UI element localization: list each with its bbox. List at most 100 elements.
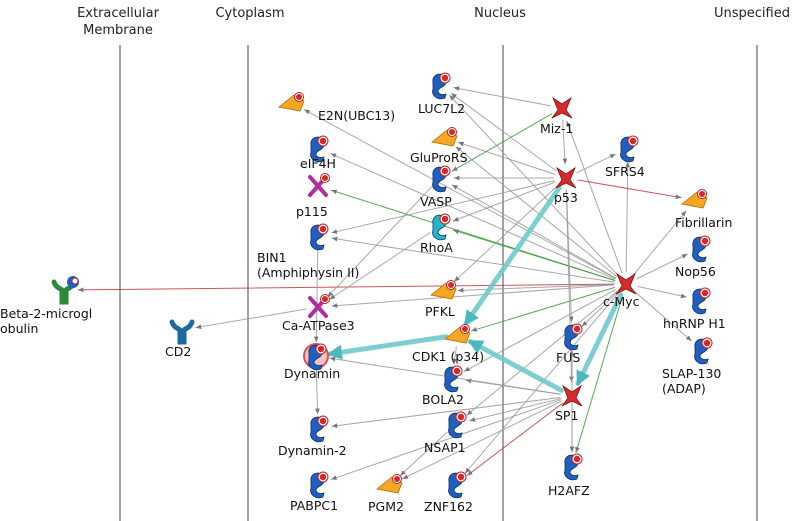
node-p115-icon[interactable] <box>308 173 330 197</box>
edge-cmyc-e2n <box>303 109 616 279</box>
node-nsap1-icon[interactable] <box>448 411 467 439</box>
edge-cmyc-rhoa <box>452 229 616 281</box>
node-p53-icon[interactable] <box>555 166 577 189</box>
node-bin1-label: BIN1 <box>257 250 287 265</box>
edge-bin1-dynamin <box>313 247 319 343</box>
node-miz1-icon[interactable] <box>551 96 573 119</box>
node-b2m-label: obulin <box>0 321 38 336</box>
node-cd2-icon[interactable] <box>169 319 195 345</box>
compartment-label-cytoplasm: Cytoplasm <box>215 6 284 21</box>
edge-cmyc-bin1 <box>331 236 615 283</box>
node-cd2-label: CD2 <box>165 344 191 359</box>
node-dyn2-label: Dynamin-2 <box>278 443 347 458</box>
node-miz1-label: Miz-1 <box>540 121 573 136</box>
edge-p53-bin1 <box>331 180 555 234</box>
edge-cmyc-h2afz <box>575 295 624 454</box>
edge-cmyc-cdk1 <box>470 286 616 332</box>
edge-vasp-caatp <box>327 186 433 298</box>
node-luc7l2-icon[interactable] <box>432 72 451 100</box>
node-b2m-label: Beta-2-microgl <box>0 306 92 321</box>
node-cdk1-icon[interactable] <box>444 324 471 344</box>
edge-cmyc-fus <box>581 291 618 327</box>
edge-p53-rhoa <box>452 181 556 222</box>
edge-cmyc-caatp <box>331 284 615 308</box>
edge-p53-gluprors <box>457 141 556 175</box>
node-cdk1-label: CDK1 (p34) <box>412 349 484 364</box>
edge-cmyc-miz1 <box>566 120 623 274</box>
node-dynamin-label: Dynamin <box>284 366 340 381</box>
node-slap130-label: (ADAP) <box>662 381 706 396</box>
node-pabpc1-label: PABPC1 <box>290 498 338 513</box>
node-b2m-icon[interactable] <box>51 276 79 305</box>
node-rhoa-icon[interactable] <box>432 213 451 241</box>
edge-p53-luc7l2 <box>450 92 557 172</box>
edge-p53-fibrillarin <box>577 179 682 200</box>
edge-p53-sfrs4 <box>576 153 616 174</box>
node-pfkl-icon[interactable] <box>430 280 457 300</box>
node-gluprors-icon[interactable] <box>431 127 458 147</box>
edge-dynamin-dyn2 <box>315 367 320 415</box>
node-h2afz-icon[interactable] <box>564 453 583 481</box>
node-pabpc1-icon[interactable] <box>310 471 329 499</box>
node-nop56-icon[interactable] <box>692 235 711 263</box>
node-vasp-icon[interactable] <box>432 165 451 193</box>
edge-cmyc-nsap1 <box>466 291 618 416</box>
node-nsap1-label: NSAP1 <box>424 440 466 455</box>
edge-cmyc-sp1 <box>575 292 624 387</box>
node-slap130-label: SLAP-130 <box>662 366 721 381</box>
edge-sp1-znf162 <box>466 402 563 477</box>
edge-p53-pfkl <box>453 185 558 282</box>
node-dyn2-icon[interactable] <box>310 415 329 443</box>
edge-cmyc-vasp <box>451 184 617 279</box>
node-gluprors-label: GluProRS <box>410 150 468 165</box>
node-caatp-icon[interactable] <box>308 294 330 318</box>
node-caatp-label: Ca-ATPase3 <box>282 318 355 333</box>
node-sfrs4-icon[interactable] <box>620 135 639 163</box>
node-fus-icon[interactable] <box>564 323 583 351</box>
node-e2n-icon[interactable] <box>278 92 305 112</box>
node-dynamin-icon[interactable] <box>303 343 329 371</box>
node-cmyc-icon[interactable] <box>615 272 637 295</box>
node-cmyc-label: c-Myc <box>603 294 640 309</box>
edge-cmyc-slap130 <box>634 291 692 342</box>
node-pfkl-label: PFKL <box>425 304 455 319</box>
node-fibrillarin-icon[interactable] <box>681 189 708 209</box>
compartment-label-nucleus: Nucleus <box>474 6 526 21</box>
node-slap130-icon[interactable] <box>694 337 713 365</box>
node-nop56-label: Nop56 <box>675 264 716 279</box>
edge-cmyc-znf162 <box>464 292 619 474</box>
edge-cmyc-bola2 <box>463 289 616 372</box>
node-bin1-icon[interactable] <box>310 223 329 251</box>
node-luc7l2-label: LUC7L2 <box>418 101 465 116</box>
node-hnrnph1-label: hnRNP H1 <box>663 316 726 331</box>
node-pgm2-icon[interactable] <box>376 474 403 494</box>
node-sp1-label: SP1 <box>555 408 578 423</box>
edge-miz1-vasp <box>451 113 553 172</box>
node-bola2-icon[interactable] <box>444 365 463 393</box>
compartment-label-unspecified: Unspecified <box>714 6 790 21</box>
node-bola2-label: BOLA2 <box>422 392 464 407</box>
node-e2n-label: E2N(UBC13) <box>318 108 395 123</box>
edge-cmyc-fibrillarin <box>633 210 687 276</box>
edge-caatp-cd2 <box>195 308 307 330</box>
edge-sp1-nsap1 <box>469 398 561 422</box>
edge-sp1-dyn2 <box>331 396 561 428</box>
edge-cmyc-gluprors <box>455 146 618 277</box>
node-fus-label: FUS <box>556 350 580 365</box>
node-hnrnph1-icon[interactable] <box>692 287 711 315</box>
edge-miz1-luc7l2 <box>453 86 551 107</box>
node-bin1-label: (Amphiphysin II) <box>257 265 359 280</box>
node-eif4h-icon[interactable] <box>310 135 329 163</box>
edge-cmyc-sfrs4 <box>625 161 631 273</box>
edge-cdk1-dynamin <box>326 334 449 360</box>
compartment-label-extracellular: Extracellular <box>77 6 160 21</box>
edge-cdk1-bola2 <box>452 346 458 365</box>
node-sp1-icon[interactable] <box>561 384 583 407</box>
edge-cmyc-hnrnph1 <box>637 286 687 299</box>
edge-cmyc-b2m <box>77 283 615 293</box>
edge-nsap1-pgm2 <box>399 431 448 476</box>
node-znf162-icon[interactable] <box>448 471 467 499</box>
